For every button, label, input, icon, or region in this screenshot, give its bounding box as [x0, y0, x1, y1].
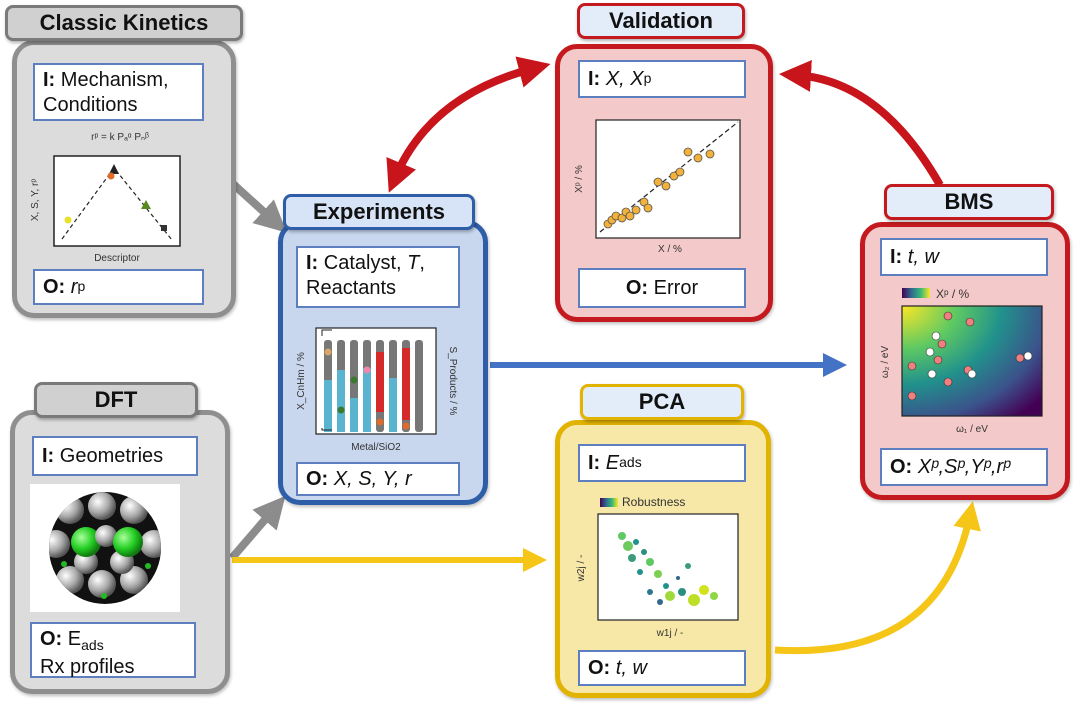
experiments-ylabel-left: X_CnHm / % — [296, 352, 307, 410]
arrow-validation-experiments — [386, 56, 551, 193]
marker-green — [141, 200, 151, 209]
marker-yellow — [64, 216, 72, 224]
marker-orange — [107, 172, 115, 180]
validation-parity-plot: Xᵖ / % X / % — [570, 112, 750, 262]
pca-legend-label: Robustness — [622, 495, 685, 509]
bms-output: O: Xᵖ,Sᵖ,Yᵖ,rᵖ — [880, 448, 1048, 486]
experiments-output: O: X, S, Y, r — [296, 462, 460, 496]
dft-title: DFT — [34, 382, 198, 418]
bms-legend-label: Xᵖ / % — [936, 287, 970, 301]
arrow-dft-to-experiments — [228, 495, 286, 561]
bars — [324, 340, 423, 432]
marker-square — [161, 225, 167, 231]
validation-ylabel: Xᵖ / % — [574, 165, 585, 193]
classic-kinetics-title: Classic Kinetics — [5, 5, 243, 41]
bms-points — [907, 311, 1033, 401]
experiments-xlabel: Metal/SiO2 — [351, 442, 401, 453]
rate-law-label: rᵖ = k Pₐᵅ Pₙᵝ — [91, 132, 149, 143]
bms-title: BMS — [884, 184, 1054, 220]
arrow-bms-to-validation — [779, 59, 944, 187]
kinetics-xlabel: Descriptor — [94, 253, 140, 264]
adsorbate-center — [95, 525, 117, 547]
bms-heatmap: Xᵖ / % ω₂ / eV ω₁ / eV — [872, 282, 1052, 442]
experiments-input: I: Catalyst, T, Reactants — [296, 246, 460, 308]
bms-xlabel: ω₁ / eV — [956, 424, 988, 435]
pca-output: O: t, w — [578, 650, 746, 686]
classic-kinetics-input: I: Mechanism, Conditions — [33, 63, 204, 121]
validation-title: Validation — [577, 3, 745, 39]
validation-output: O: Error — [578, 268, 746, 308]
dft-structure-image — [30, 484, 180, 612]
bms-ylabel: ω₂ / eV — [880, 346, 891, 379]
arrow-pca-to-bms — [774, 501, 981, 655]
classic-kinetics-plot: rᵖ = k Pₐᵅ Pₙᵝ X, S, Y, rᵖ Descriptor — [28, 124, 194, 266]
adsorbate-green-right — [113, 527, 143, 557]
dft-input: I: Geometries — [32, 436, 198, 476]
pca-points — [618, 532, 718, 606]
experiments-title: Experiments — [283, 194, 475, 230]
experiments-ylabel-right: S_Products / % — [447, 347, 458, 416]
pca-ylabel: w2j / - — [576, 555, 587, 583]
pca-xlabel: w1j / - — [656, 628, 684, 639]
adsorbate-green-left — [71, 527, 101, 557]
pca-scatter-plot: Robustness w2j / - w1j / - — [570, 492, 750, 642]
pca-title: PCA — [580, 384, 744, 420]
kinetics-ylabel: X, S, Y, rᵖ — [30, 179, 41, 222]
parity-points — [603, 147, 715, 229]
bms-input: I: t, w — [880, 238, 1048, 276]
marker-triangle — [109, 164, 119, 174]
validation-xlabel: X / % — [658, 244, 682, 255]
dft-output: O: Eads Rx profiles — [30, 622, 196, 678]
arrow-kinetics-to-experiments — [229, 180, 287, 233]
experiments-bar-chart: X_CnHm / % S_Products / % Metal/SiO2 — [292, 318, 464, 458]
